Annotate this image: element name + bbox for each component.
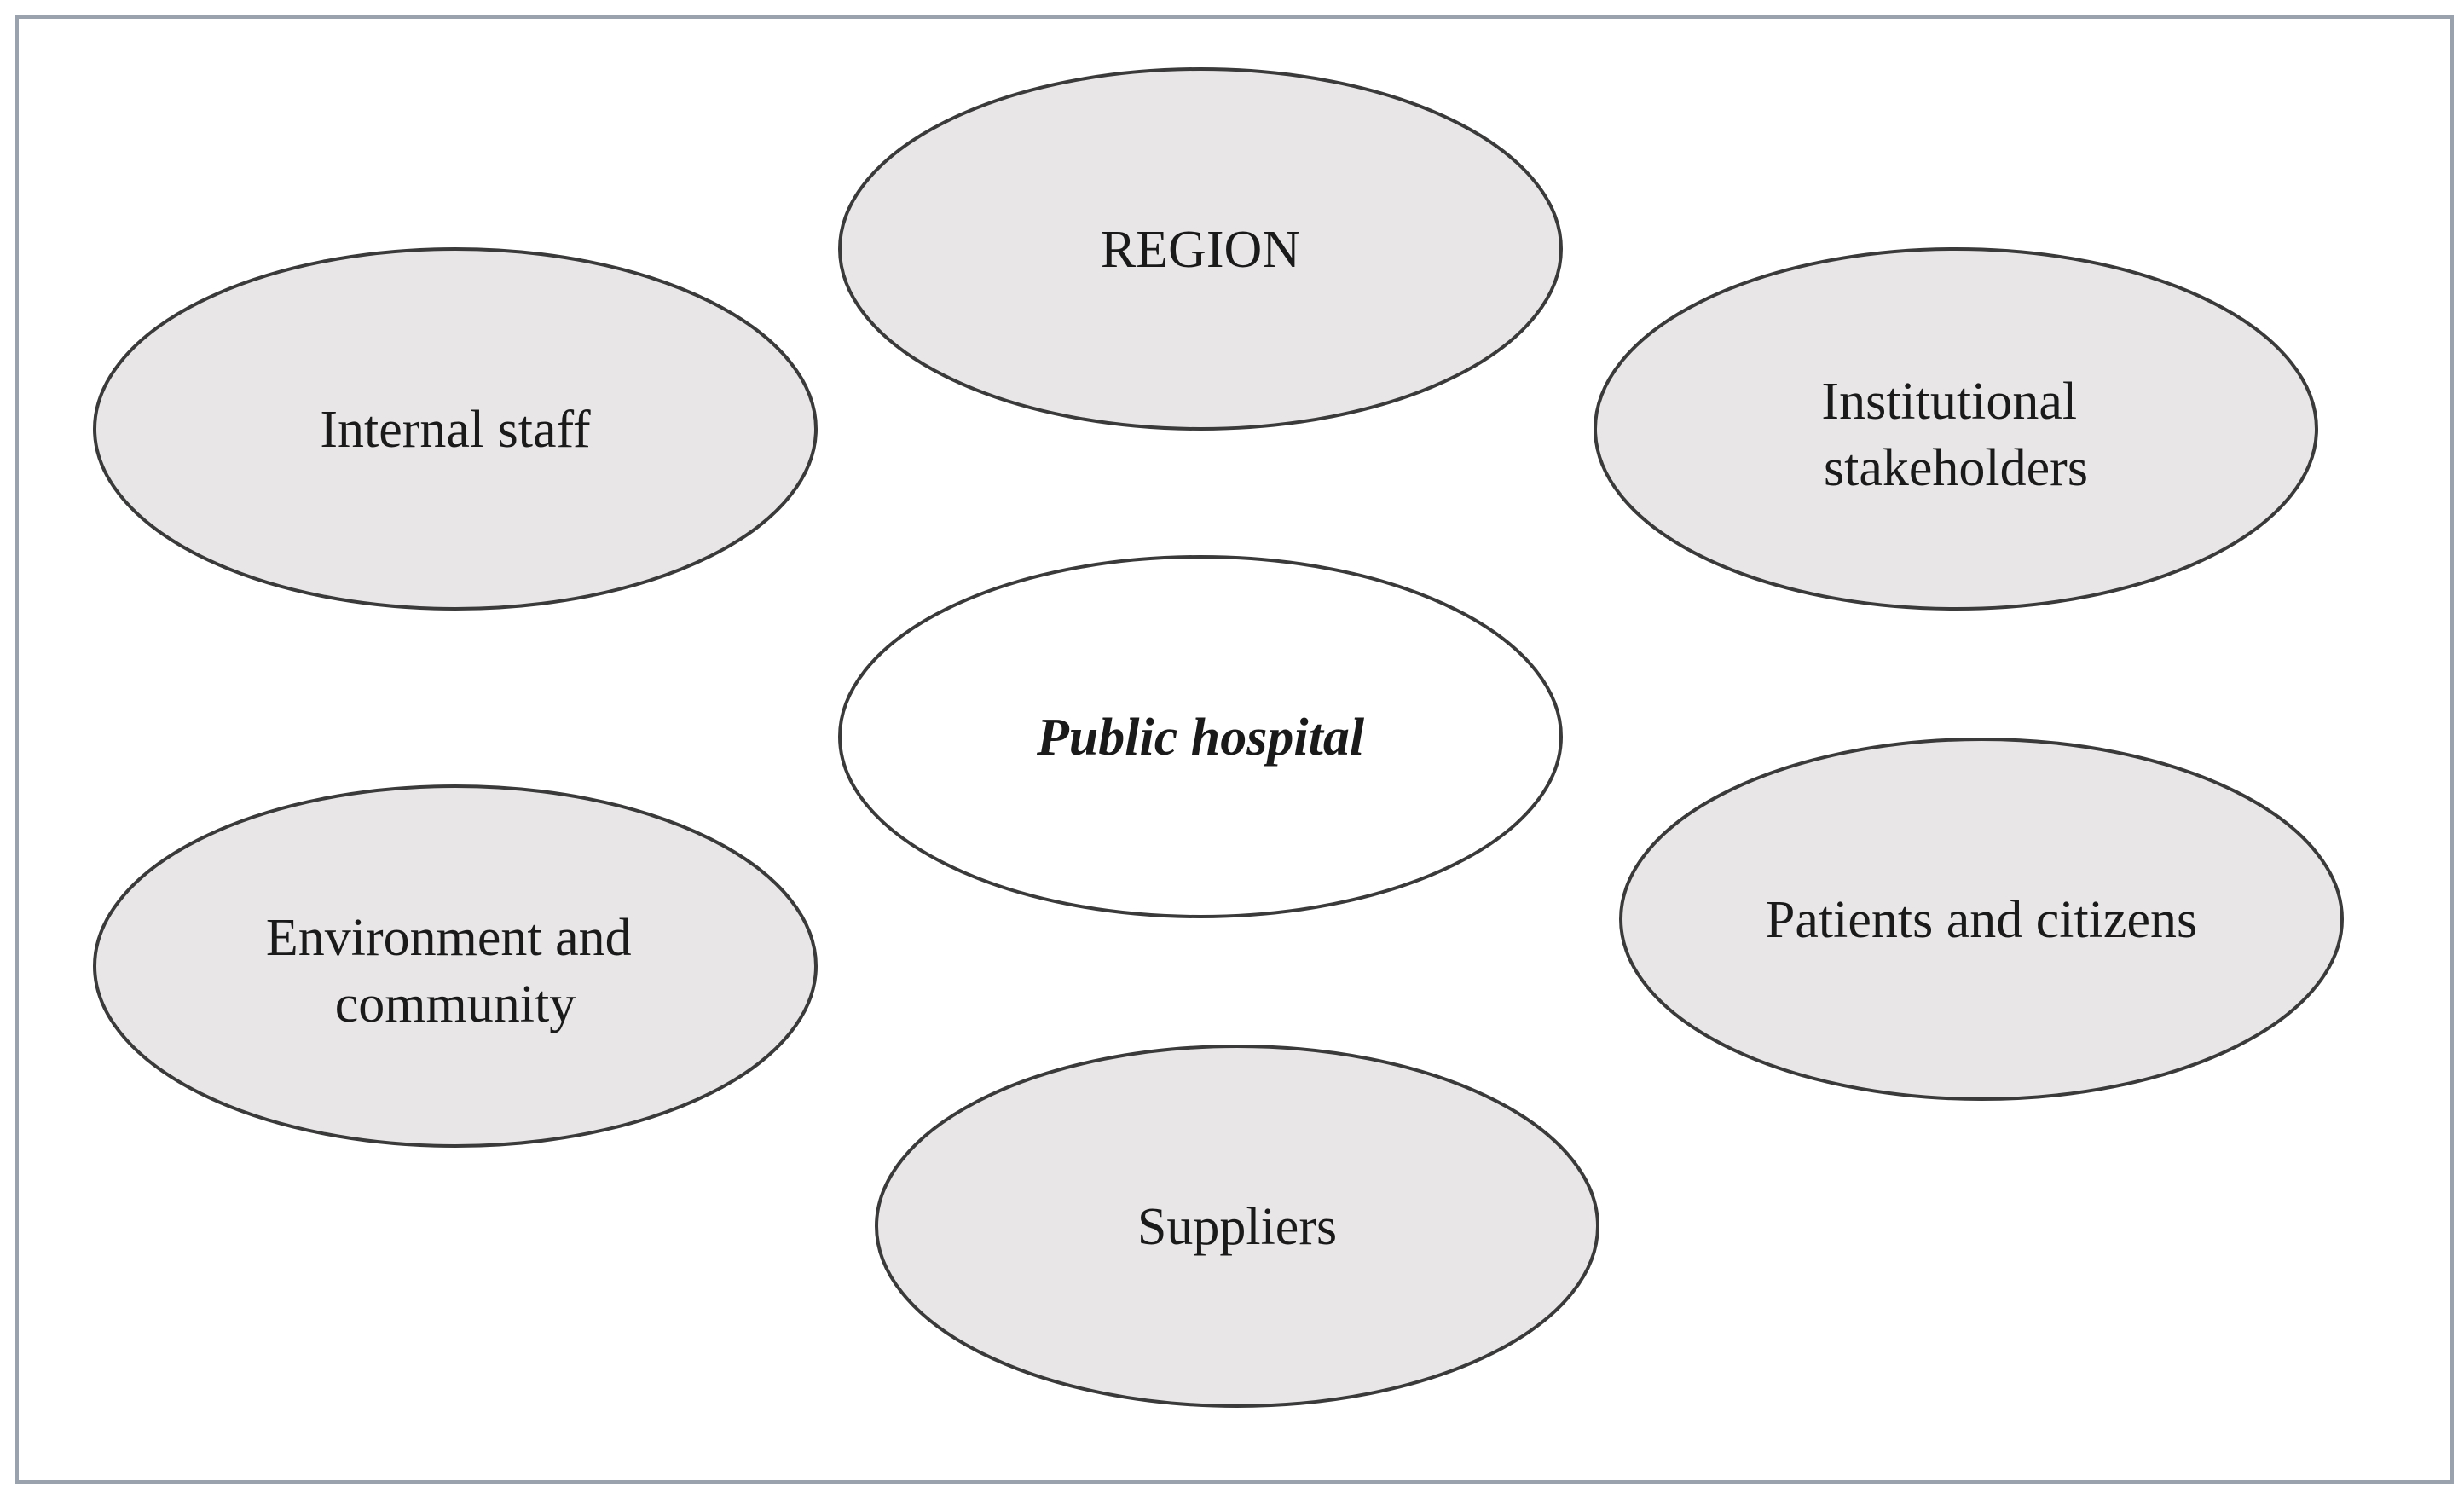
node-environment-community-line-2: community bbox=[335, 975, 576, 1033]
node-institutional-stakeholders-label: Institutional stakeholders bbox=[1821, 373, 2090, 497]
node-internal-staff: Internal staff bbox=[93, 247, 818, 611]
node-internal-staff-label: Internal staff bbox=[320, 401, 591, 459]
node-public-hospital: Public hospital bbox=[838, 555, 1563, 918]
node-suppliers-label: Suppliers bbox=[1137, 1198, 1337, 1256]
node-institutional-stakeholders-line-2: stakeholders bbox=[1824, 439, 2088, 497]
node-institutional-stakeholders-line-1: Institutional bbox=[1821, 373, 2077, 431]
node-region-ellipse bbox=[838, 67, 1563, 431]
node-institutional-stakeholders-ellipse bbox=[1594, 247, 2318, 611]
node-public-hospital-label: Public hospital bbox=[1036, 709, 1365, 767]
node-patients-citizens-ellipse bbox=[1619, 738, 2344, 1101]
node-institutional-stakeholders: Institutional stakeholders bbox=[1594, 247, 2318, 611]
node-environment-community-line-1: Environment and bbox=[266, 909, 632, 967]
node-suppliers-ellipse bbox=[875, 1045, 1599, 1408]
node-patients-citizens: Patients and citizens bbox=[1619, 738, 2344, 1101]
node-suppliers: Suppliers bbox=[875, 1045, 1599, 1408]
node-internal-staff-ellipse bbox=[93, 247, 818, 611]
node-environment-community-label: Environment and community bbox=[266, 909, 645, 1033]
node-environment-community-ellipse bbox=[93, 784, 818, 1148]
node-region-label: REGION bbox=[1101, 221, 1300, 279]
node-region: REGION bbox=[838, 67, 1563, 431]
node-environment-community: Environment and community bbox=[93, 784, 818, 1148]
node-public-hospital-ellipse bbox=[838, 555, 1563, 918]
node-patients-citizens-label: Patients and citizens bbox=[1766, 891, 2197, 949]
